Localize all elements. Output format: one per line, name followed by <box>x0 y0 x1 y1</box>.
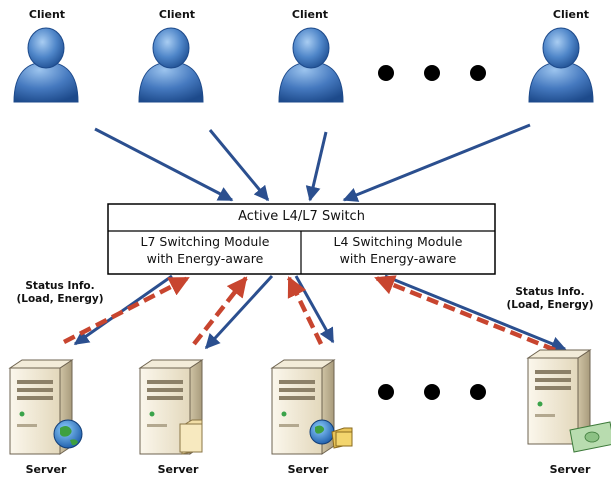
status-arrows <box>62 275 556 353</box>
globe-folder-icon <box>309 419 353 449</box>
status-right-line2: (Load, Energy) <box>506 299 594 311</box>
dispatch-arrow-4 <box>384 274 567 351</box>
dispatch-arrow-1 <box>73 274 173 346</box>
l4-module-line2: with Energy-aware <box>339 251 457 266</box>
switch-title: Active L4/L7 Switch <box>238 209 365 224</box>
folder-icon <box>179 419 203 455</box>
status-arrow-1 <box>62 276 190 344</box>
client-arrow-4 <box>342 123 531 202</box>
l7-module-line2: with Energy-aware <box>146 251 264 266</box>
client-1 <box>13 27 79 103</box>
client-label-2: Client <box>158 8 196 21</box>
client-arrow-2 <box>208 129 270 202</box>
dispatch-arrow-2 <box>204 274 274 350</box>
server-ellipsis <box>378 384 486 400</box>
client-arrow-3 <box>305 131 328 202</box>
status-info-right: Status Info. (Load, Energy) <box>494 286 606 312</box>
l7-module: L7 Switching Module with Energy-aware <box>109 233 301 271</box>
server-1 <box>9 359 83 455</box>
server-4 <box>527 349 611 453</box>
status-left-line2: (Load, Energy) <box>16 293 104 305</box>
client-label-3: Client <box>291 8 329 21</box>
client-label-1: Client <box>28 8 66 21</box>
status-info-left: Status Info. (Load, Energy) <box>10 280 110 306</box>
status-arrow-4 <box>374 275 556 353</box>
client-label-4: Client <box>552 8 590 21</box>
client-ellipsis <box>378 65 486 81</box>
l4-module: L4 Switching Module with Energy-aware <box>302 233 494 271</box>
l4-module-line1: L4 Switching Module <box>333 234 463 249</box>
money-icon <box>569 421 611 453</box>
status-right-line1: Status Info. <box>515 286 585 298</box>
l7-module-line1: L7 Switching Module <box>140 234 270 249</box>
server-label-4: Server <box>549 463 591 476</box>
l4-l7-switch <box>107 203 496 275</box>
client-3 <box>278 27 344 103</box>
request-arrows <box>94 123 531 202</box>
client-2 <box>138 27 204 103</box>
server-3 <box>271 359 353 455</box>
server-2 <box>139 359 203 455</box>
server-label-1: Server <box>25 463 67 476</box>
status-left-line1: Status Info. <box>25 280 95 292</box>
client-arrow-1 <box>94 127 234 202</box>
globe-icon <box>53 419 83 449</box>
status-arrow-2 <box>192 276 248 346</box>
client-4 <box>528 27 594 103</box>
server-label-3: Server <box>287 463 329 476</box>
status-arrow-3 <box>286 276 324 345</box>
server-label-2: Server <box>157 463 199 476</box>
